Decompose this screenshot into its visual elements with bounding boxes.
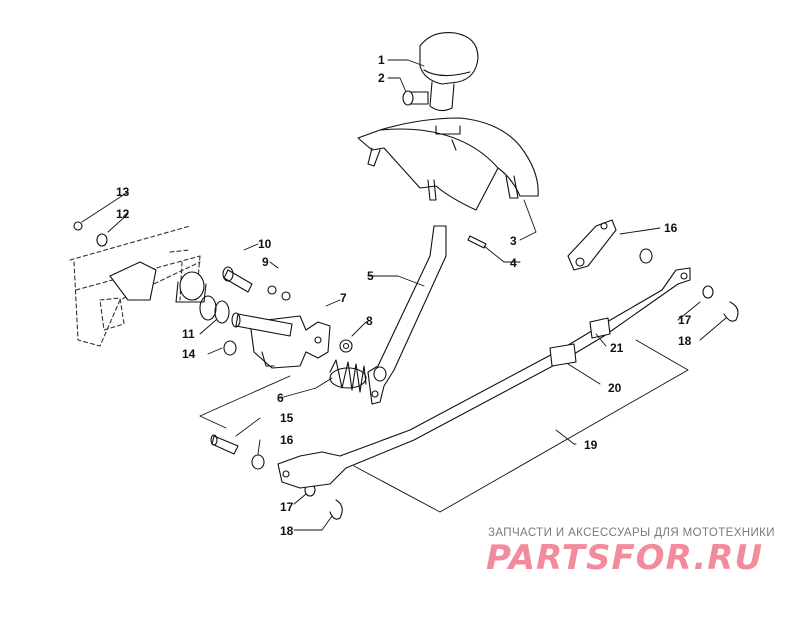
shift-knob xyxy=(419,31,479,112)
pivot-shaft xyxy=(199,295,293,337)
rod-washer-right xyxy=(702,285,739,322)
callout-10: 10 xyxy=(258,237,272,251)
callout-11: 11 xyxy=(182,327,195,341)
cover-tag xyxy=(467,235,487,249)
callout-labels: 1 2 3 4 5 6 7 8 9 10 11 12 13 14 15 16 1… xyxy=(116,53,692,538)
watermark-logo: PARTSFOR.RU xyxy=(486,538,764,578)
callout-17: 17 xyxy=(280,500,294,514)
shift-rod xyxy=(277,267,691,489)
knob-screw xyxy=(402,90,429,106)
callout-6: 6 xyxy=(277,391,284,405)
rod-washer-left xyxy=(304,483,343,520)
callout-4: 4 xyxy=(510,256,517,270)
callout-5: 5 xyxy=(367,269,374,283)
shift-lever xyxy=(367,225,447,405)
callout-19: 19 xyxy=(584,438,598,452)
bracket-washer xyxy=(223,340,237,356)
callout-16-right: 16 xyxy=(664,221,678,235)
callout-20: 20 xyxy=(608,381,622,395)
callout-18-right: 18 xyxy=(678,334,692,348)
callout-14: 14 xyxy=(182,347,196,361)
callout-9: 9 xyxy=(262,255,269,269)
callout-3: 3 xyxy=(510,234,517,248)
pivot-bolt xyxy=(222,266,291,301)
shift-cover xyxy=(357,117,539,211)
callout-16: 16 xyxy=(280,433,294,447)
callout-18: 18 xyxy=(280,524,294,538)
callout-2: 2 xyxy=(378,71,385,85)
callout-8: 8 xyxy=(366,314,373,328)
rod-bushing-left xyxy=(251,454,265,470)
watermark-caption: ЗАПЧАСТИ И АКСЕССУАРЫ ДЛЯ МОТОТЕХНИКИ xyxy=(488,527,775,539)
group-bracket xyxy=(199,339,689,513)
callout-7: 7 xyxy=(340,291,347,305)
callout-17-right: 17 xyxy=(678,313,692,327)
callout-21: 21 xyxy=(610,341,624,355)
return-spring xyxy=(329,359,367,393)
linkage-end xyxy=(567,219,653,271)
frame-mount-bracket xyxy=(109,261,207,303)
leader-lines xyxy=(81,59,727,531)
rod-stud xyxy=(210,434,239,455)
callout-12: 12 xyxy=(116,207,130,221)
pivot-nut xyxy=(339,339,353,353)
mount-bolt xyxy=(73,221,108,247)
callout-1: 1 xyxy=(378,53,385,67)
callout-13: 13 xyxy=(116,185,130,199)
callout-15: 15 xyxy=(280,411,294,425)
